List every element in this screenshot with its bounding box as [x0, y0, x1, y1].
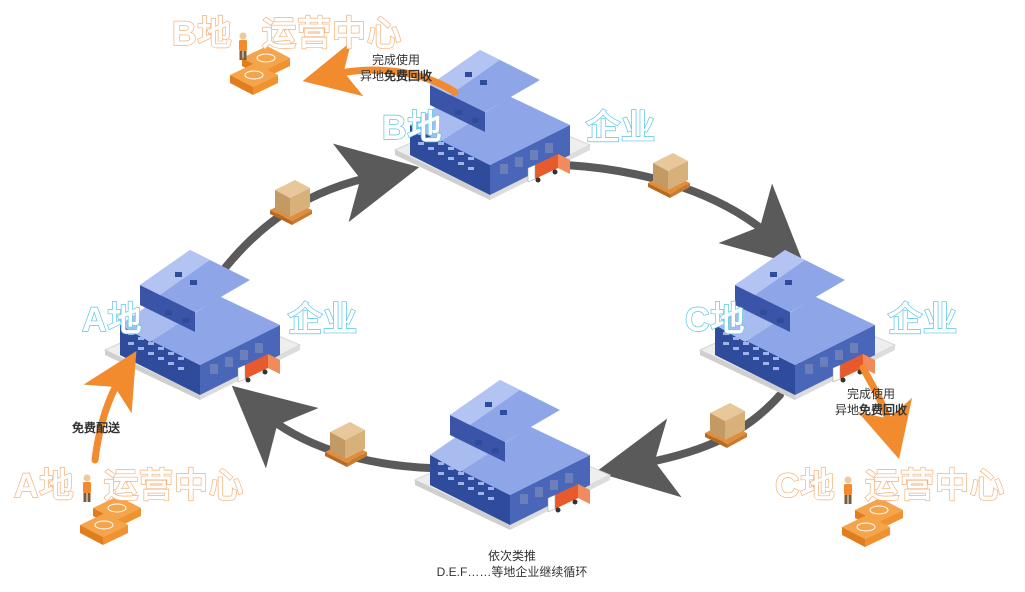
center-c-place: C地 — [774, 466, 836, 505]
note-b-line1: 完成使用 — [372, 53, 421, 67]
delivery-arrow-a — [83, 350, 137, 464]
center-b-place: B地 — [171, 14, 233, 53]
worker-icon — [239, 32, 247, 60]
center-a-name: 运营中心 — [103, 466, 244, 505]
center-b-name: 运营中心 — [261, 14, 402, 53]
center-a-place: A地 — [13, 466, 75, 505]
flow-arrow-c-to-d — [595, 391, 784, 498]
note-a: 免费配送 — [72, 421, 121, 435]
company-c-name: 企业 — [887, 300, 958, 339]
worker-icon — [83, 474, 91, 502]
return-arrow-b — [302, 41, 459, 97]
footer-caption: 依次类推 D.E.F……等地企业继续循环 — [412, 548, 612, 580]
note-c-line2: 异地免费回收 — [835, 403, 908, 417]
company-b-place: B地 — [381, 108, 443, 147]
center-c-name: 运营中心 — [864, 466, 1005, 505]
company-a-name: 企业 — [287, 300, 358, 339]
footer-line2: D.E.F……等地企业继续循环 — [436, 565, 588, 579]
warehouse-icon-d — [414, 379, 611, 531]
worker-icon — [844, 476, 852, 504]
company-b-name: 企业 — [585, 108, 656, 147]
return-arrow-c — [857, 364, 913, 460]
note-c: 完成使用 异地免费回收 — [835, 386, 907, 418]
note-b-line2: 异地免费回收 — [360, 69, 433, 83]
company-a-place: A地 — [81, 300, 143, 339]
note-b: 完成使用 异地免费回收 — [360, 52, 432, 84]
note-c-line1: 完成使用 — [847, 387, 896, 401]
footer-line1: 依次类推 — [487, 549, 536, 563]
company-c-place: C地 — [684, 300, 746, 339]
